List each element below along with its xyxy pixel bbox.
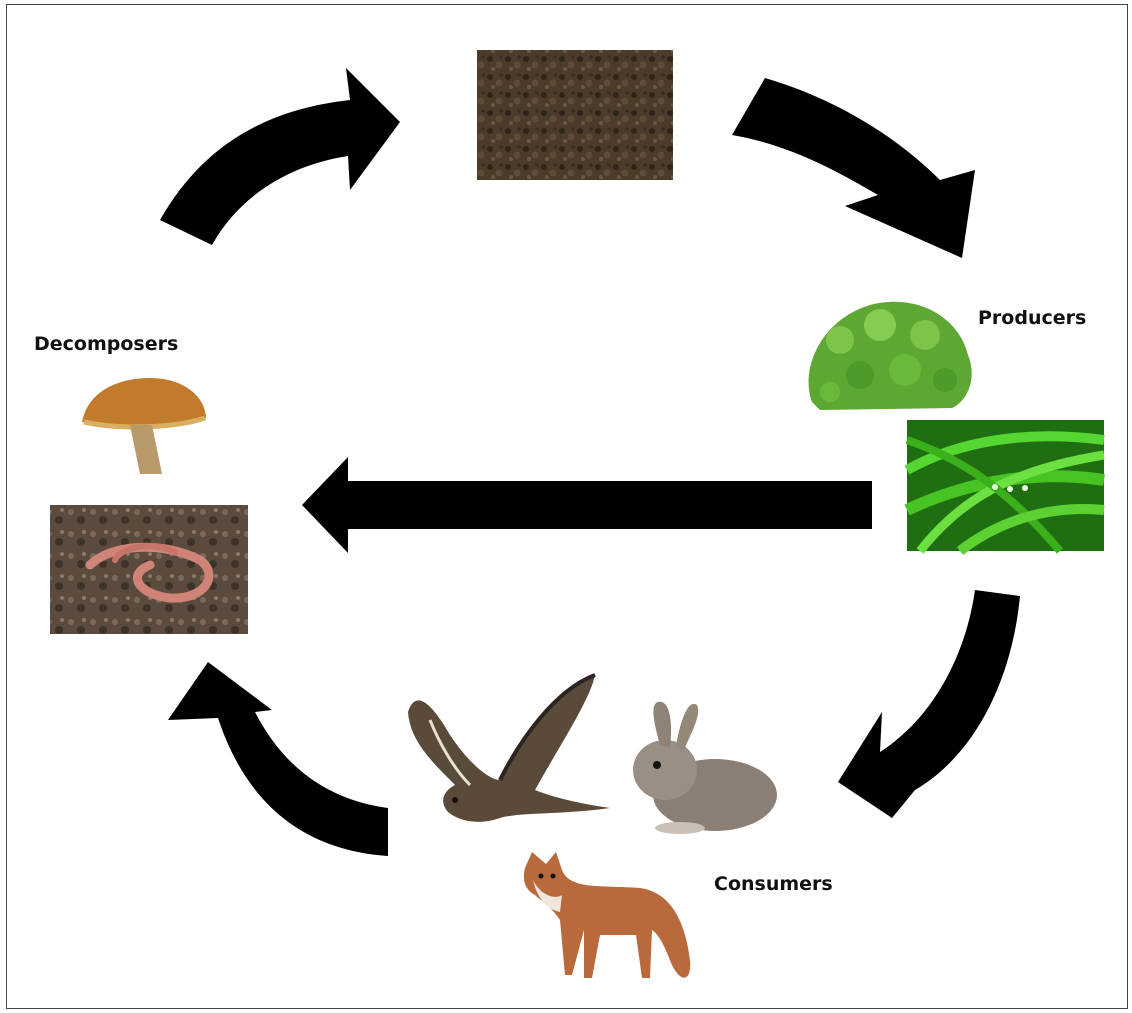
lettuce-photo — [809, 302, 972, 410]
hawk-photo — [408, 675, 610, 822]
arrow-decomposers-to-soil — [160, 68, 400, 245]
arrow-soil-to-producers — [732, 78, 975, 258]
producers-label: Producers — [978, 307, 1086, 329]
rabbit-photo — [633, 702, 777, 834]
fox-photo — [524, 852, 690, 978]
grass-photo — [907, 420, 1104, 551]
arrow-producers-to-consumers — [838, 590, 1020, 818]
mushroom-photo — [82, 378, 206, 474]
arrow-producers-to-decomposers — [302, 457, 872, 553]
earthworm-photo — [50, 505, 248, 634]
decomposers-label: Decomposers — [34, 333, 178, 355]
consumers-label: Consumers — [714, 873, 833, 895]
arrow-consumers-to-decomposers — [168, 662, 388, 856]
soil-photo — [477, 50, 673, 180]
